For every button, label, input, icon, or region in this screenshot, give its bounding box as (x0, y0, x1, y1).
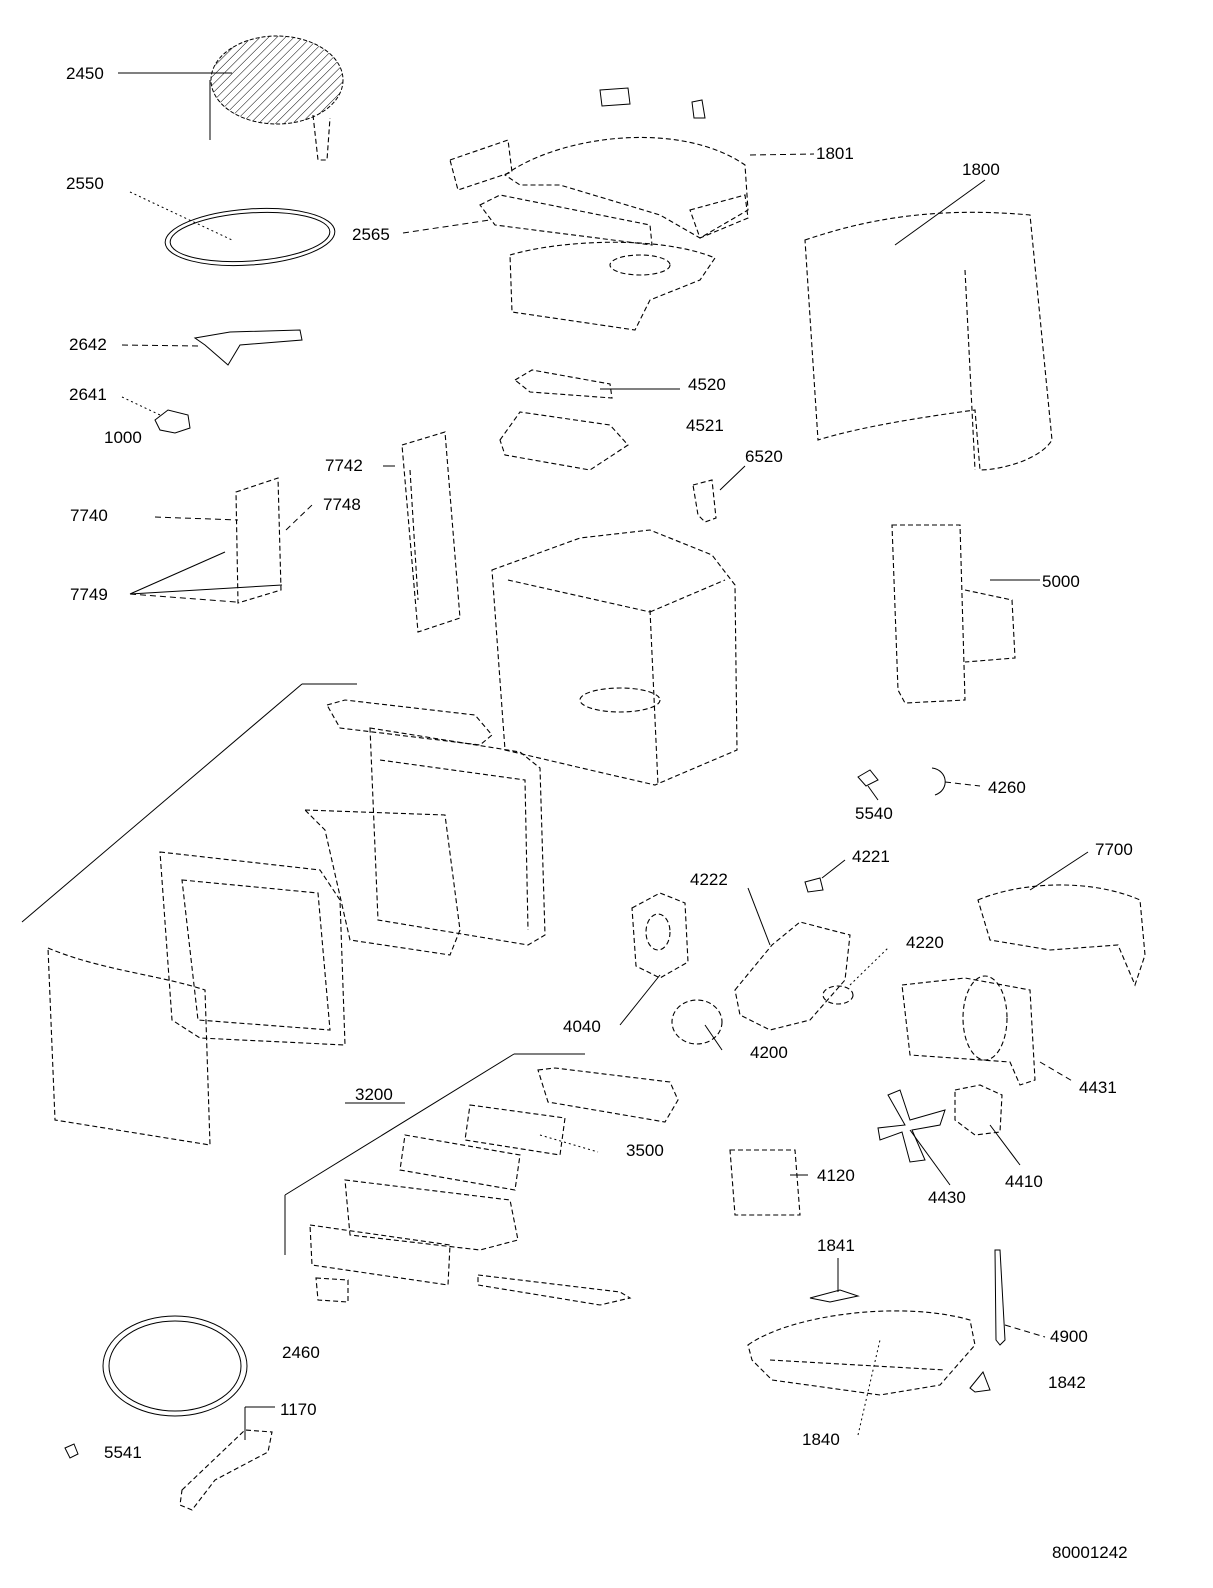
part-4221-fuse (804, 859, 846, 893)
part-5541-screw (64, 1443, 79, 1459)
label-4430: 4430 (928, 1188, 966, 1207)
part-4220-motor-cap (822, 947, 889, 1005)
part-2550-seal-ring (129, 191, 336, 267)
label-5540: 5540 (855, 804, 893, 823)
label-4221: 4221 (852, 847, 890, 866)
part-4120-capacitor (729, 1149, 808, 1216)
part-4260-spring-clip (931, 767, 981, 796)
part-2450-crisper-plate (118, 35, 344, 161)
part-4431-fan-housing (901, 975, 1075, 1086)
part-4040-transformer (619, 892, 689, 1026)
label-4040: 4040 (563, 1017, 601, 1036)
part-4900-cord (994, 1249, 1046, 1346)
part-5540-clip (857, 769, 879, 801)
part-1000-door-assembly (21, 683, 546, 1146)
label-7740: 7740 (70, 506, 108, 525)
label-4520: 4520 (688, 375, 726, 394)
label-7748: 7748 (323, 495, 361, 514)
part-7742-side-panel (383, 431, 461, 633)
label-1800: 1800 (962, 160, 1000, 179)
label-2450: 2450 (66, 64, 104, 83)
part-7700-fan-guard (977, 851, 1146, 987)
label-1170: 1170 (280, 1400, 317, 1419)
part-3200-control-assembly (284, 1053, 679, 1306)
label-4521: 4521 (686, 416, 724, 435)
part-2565-support-bar (402, 194, 716, 331)
label-6520: 6520 (745, 447, 783, 466)
part-4222-motor-bracket (734, 887, 851, 1031)
part-2460-basket-ring (102, 1315, 248, 1417)
label-4120: 4120 (817, 1166, 855, 1185)
label-3200: 3200 (355, 1085, 393, 1104)
part-1801-top-cover (449, 87, 815, 239)
part-4430-fan-blade (877, 1089, 951, 1186)
part-2641-clip (121, 396, 191, 434)
label-5000: 5000 (1042, 572, 1080, 591)
part-1841-foot (809, 1258, 860, 1303)
part-7740-plate (129, 477, 313, 604)
part-4200-motor-disc (671, 999, 723, 1051)
label-7742: 7742 (325, 456, 363, 475)
label-3500: 3500 (626, 1141, 664, 1160)
part-1170-handle (179, 1406, 275, 1511)
label-2641: 2641 (69, 385, 107, 404)
label-5541: 5541 (104, 1443, 142, 1462)
label-4260: 4260 (988, 778, 1026, 797)
label-1841: 1841 (817, 1236, 855, 1255)
label-2460: 2460 (282, 1343, 320, 1362)
part-1840-base (747, 1310, 976, 1436)
label-7749: 7749 (70, 585, 108, 604)
part-6520-sensor (692, 465, 746, 523)
label-7700: 7700 (1095, 840, 1133, 859)
part-3500-display-board (539, 1134, 599, 1153)
label-4410: 4410 (1005, 1172, 1043, 1191)
label-4200: 4200 (750, 1043, 788, 1062)
label-1000: 1000 (104, 428, 142, 447)
part-1800-outer-shell (804, 179, 1053, 471)
label-2642: 2642 (69, 335, 107, 354)
label-4220: 4220 (906, 933, 944, 952)
part-2642-bracket (121, 329, 303, 366)
label-1801: 1801 (816, 144, 854, 163)
part-1842-cord-clip (969, 1371, 991, 1393)
label-2565: 2565 (352, 225, 390, 244)
part-5000-control-board (891, 524, 1040, 704)
drawing-number: 80001242 (1052, 1543, 1128, 1562)
label-4431: 4431 (1079, 1078, 1117, 1097)
label-1842: 1842 (1048, 1373, 1086, 1392)
label-4222: 4222 (690, 870, 728, 889)
part-main-chassis (491, 529, 738, 786)
part-4520-heater-bracket (514, 369, 680, 399)
label-1840: 1840 (802, 1430, 840, 1449)
label-4900: 4900 (1050, 1327, 1088, 1346)
part-4410-motor (954, 1084, 1021, 1166)
part-4521-heater (499, 411, 629, 471)
label-2550: 2550 (66, 174, 104, 193)
